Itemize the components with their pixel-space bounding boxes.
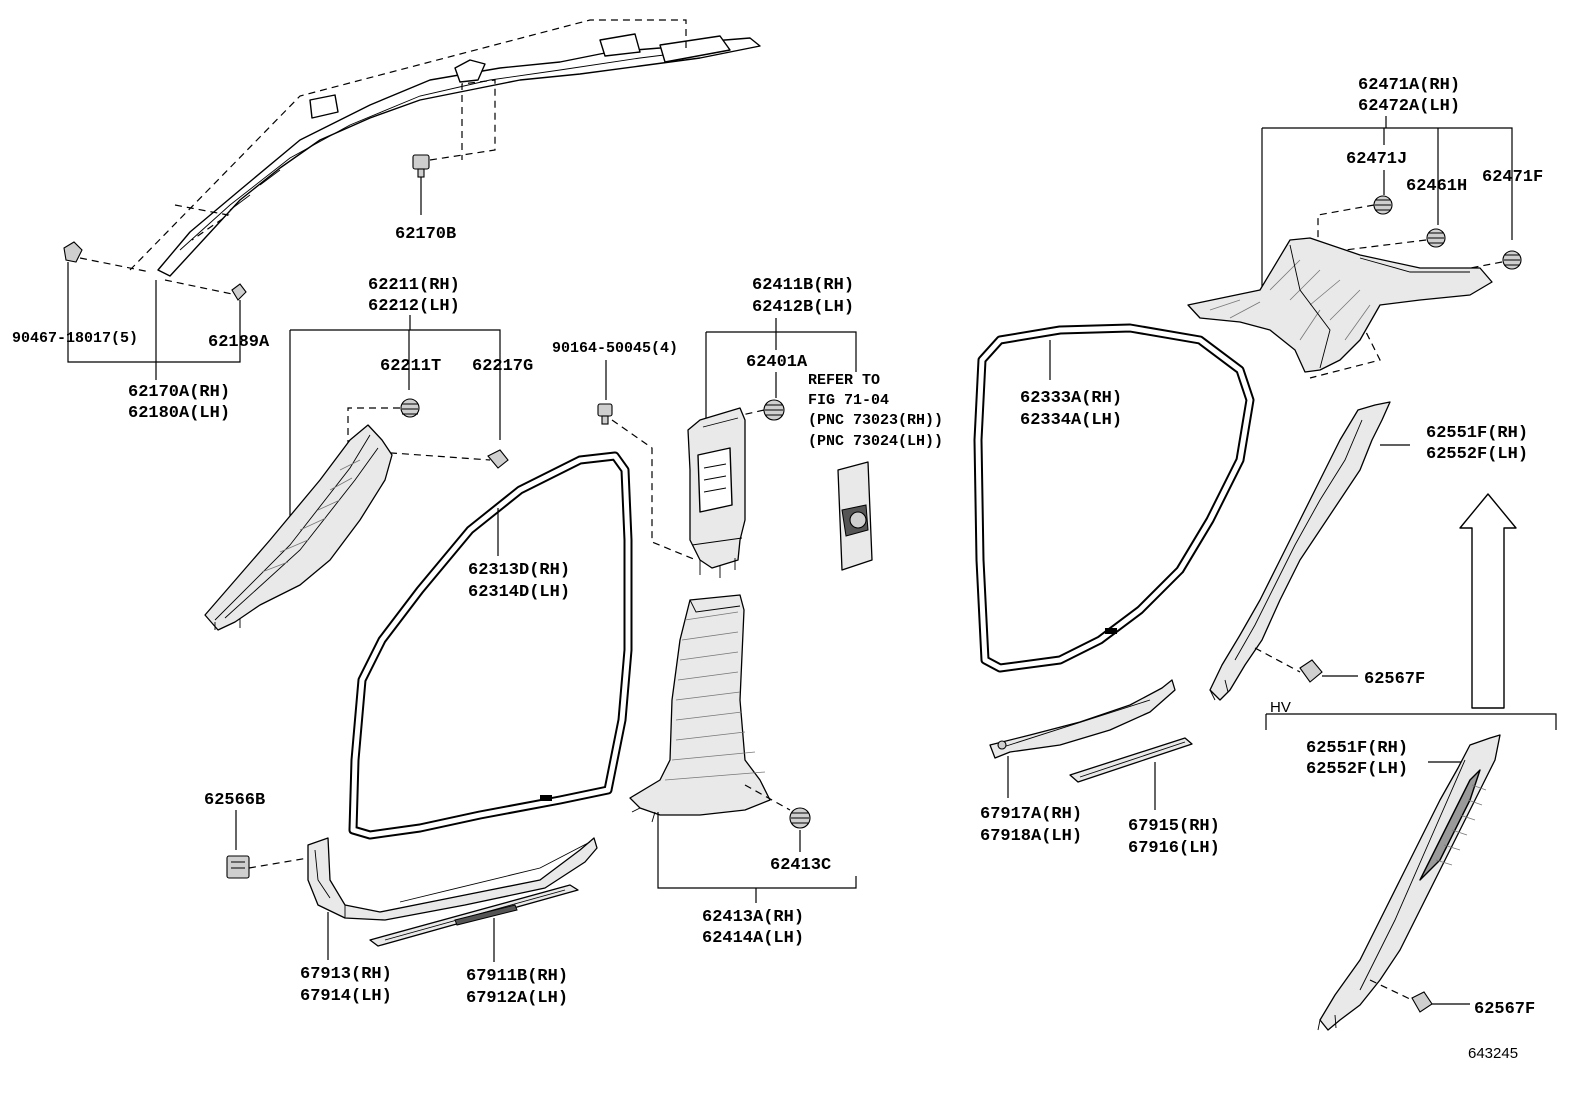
roof-side-inner-garnish-62471A[interactable]: [1187, 237, 1493, 373]
label-62471A-rh: 62471A(RH): [1358, 76, 1460, 95]
center-pillar-lower-62413A[interactable]: [629, 594, 771, 823]
label-67918A-lh: 67918A(LH): [980, 827, 1082, 846]
refer-line-4: (PNC 73024(LH)): [808, 433, 943, 450]
weatherstrip-62313D[interactable]: [348, 451, 633, 840]
label-62170B: 62170B: [395, 225, 456, 244]
refer-line-3: (PNC 73023(RH)): [808, 412, 943, 429]
seatbelt-anchor-reference[interactable]: [837, 461, 873, 571]
scuff-plate-67917A[interactable]: [989, 679, 1176, 759]
label-62180A-lh: 62180A(LH): [128, 404, 230, 423]
clip-62471F-icon[interactable]: [1502, 250, 1522, 270]
clip-62566B-icon[interactable]: [226, 855, 250, 879]
scuff-plate-67911B[interactable]: [369, 884, 579, 947]
clip-90467-icon[interactable]: [63, 241, 83, 263]
label-62413C: 62413C: [770, 856, 831, 875]
label-62334A-lh: 62334A(LH): [1020, 411, 1122, 430]
front-pillar-garnish-62211[interactable]: [204, 424, 393, 631]
pad-62189A-icon[interactable]: [231, 283, 247, 301]
dash-62217G: [377, 451, 491, 461]
clip-62211T-icon[interactable]: [400, 398, 420, 418]
clip-62461H-icon[interactable]: [1426, 228, 1446, 248]
label-62551F-rh-b: 62551F(RH): [1306, 739, 1408, 758]
label-62567F-a: 62567F: [1364, 670, 1425, 689]
label-62189A: 62189A: [208, 333, 270, 352]
label-67912A-lh: 67912A(LH): [466, 989, 568, 1008]
rear-pillar-garnish-62551F[interactable]: [1209, 401, 1391, 701]
label-62471J: 62471J: [1346, 150, 1407, 169]
label-62211T: 62211T: [380, 357, 441, 376]
label-67917A-rh: 67917A(RH): [980, 805, 1082, 824]
clip-62401A-icon[interactable]: [763, 399, 785, 421]
clip-62170B-icon[interactable]: [412, 154, 430, 178]
dash-62567F-a: [1254, 647, 1301, 673]
label-62412B-lh: 62412B(LH): [752, 298, 854, 317]
label-62170A-rh: 62170A(RH): [128, 383, 230, 402]
label-hv: HV: [1270, 699, 1291, 716]
label-67914-lh: 67914(LH): [300, 987, 392, 1006]
label-90467-18017: 90467-18017(5): [12, 330, 138, 347]
refer-line-2: FIG 71-04: [808, 392, 889, 409]
dash-90164: [611, 419, 697, 561]
label-62314D-lh: 62314D(LH): [468, 583, 570, 602]
label-67913-rh: 67913(RH): [300, 965, 392, 984]
label-62552F-lh-b: 62552F(LH): [1306, 760, 1408, 779]
label-62313D-rh: 62313D(RH): [468, 561, 570, 580]
scuff-plate-67915[interactable]: [1069, 737, 1193, 783]
clip-62567F-icon-a[interactable]: [1299, 659, 1323, 683]
label-62471F: 62471F: [1482, 168, 1543, 187]
dash-frame-roof2: [174, 204, 230, 241]
label-62217G: 62217G: [472, 357, 533, 376]
refer-line-1: REFER TO: [808, 372, 880, 389]
label-62212-lh: 62212(LH): [368, 297, 460, 316]
label-62411B-rh: 62411B(RH): [752, 276, 854, 295]
screw-90164-icon[interactable]: [597, 403, 613, 425]
dash-frame-roof: [129, 19, 687, 271]
label-62472A-lh: 62472A(LH): [1358, 97, 1460, 116]
label-62567F-b: 62567F: [1474, 1000, 1535, 1019]
label-62211-rh: 62211(RH): [368, 276, 460, 295]
clip-62413C-icon[interactable]: [789, 807, 811, 829]
label-67911B-rh: 67911B(RH): [466, 967, 568, 986]
dash-62567F-b: [1369, 979, 1413, 1001]
up-arrow-icon: [1459, 493, 1517, 709]
weatherstrip-62333A[interactable]: [973, 323, 1255, 673]
label-62333A-rh: 62333A(RH): [1020, 389, 1122, 408]
clip-62217G-icon[interactable]: [487, 449, 509, 469]
dash-62413C: [744, 784, 791, 811]
rear-pillar-garnish-hv-62551F[interactable]: [1317, 734, 1501, 1031]
label-62401A: 62401A: [746, 353, 808, 372]
clip-62567F-icon-b[interactable]: [1411, 991, 1433, 1013]
roof-side-trim-62170A[interactable]: [157, 33, 761, 277]
dash-62566B: [248, 857, 309, 869]
label-62552F-lh-a: 62552F(LH): [1426, 445, 1528, 464]
scuff-plate-67913[interactable]: [307, 837, 598, 921]
label-90164-50045: 90164-50045(4): [552, 340, 678, 357]
label-67916-lh: 67916(LH): [1128, 839, 1220, 858]
dash-62189A: [164, 279, 233, 295]
label-62413A-rh: 62413A(RH): [702, 908, 804, 927]
label-67915-rh: 67915(RH): [1128, 817, 1220, 836]
figure-number: 643245: [1468, 1045, 1518, 1062]
label-62566B: 62566B: [204, 791, 265, 810]
label-62461H: 62461H: [1406, 177, 1467, 196]
clip-62471J-icon[interactable]: [1373, 195, 1393, 215]
center-pillar-upper-62411B[interactable]: [687, 407, 746, 578]
label-62414A-lh: 62414A(LH): [702, 929, 804, 948]
label-62551F-rh-a: 62551F(RH): [1426, 424, 1528, 443]
dash-clip-62170B: [429, 79, 496, 161]
